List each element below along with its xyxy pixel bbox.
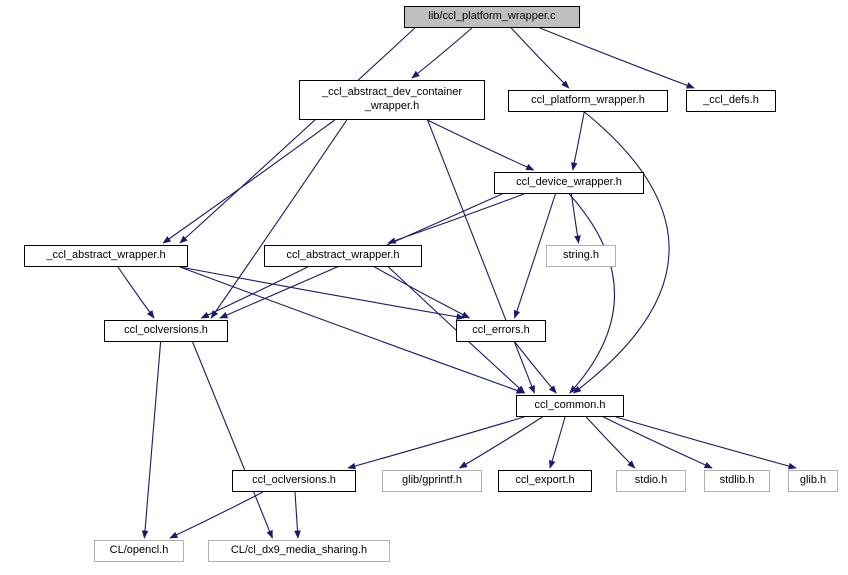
node-label: ccl_platform_wrapper.h — [531, 94, 645, 107]
node-ccl-abstract-wrapper-h[interactable]: ccl_abstract_wrapper.h — [264, 245, 422, 267]
node-ccl-common-h[interactable]: ccl_common.h — [516, 395, 624, 417]
node-cl-opencl-h: CL/opencl.h — [94, 540, 184, 562]
include-edge-oclv2-dx9 — [294, 491, 301, 539]
node-label: _ccl_defs.h — [703, 94, 759, 107]
node-stdio-h: stdio.h — [616, 470, 686, 492]
node-label: ccl_device_wrapper.h — [516, 176, 622, 189]
include-edge-src-aw_priv — [179, 27, 416, 244]
node-stdlib-h: stdlib.h — [704, 470, 770, 492]
include-edge-adcw-oclv1 — [210, 119, 348, 319]
include-edge-common-stdlib — [603, 416, 713, 469]
node-label: _ccl_abstract_dev_container _wrapper.h — [321, 86, 463, 112]
node-label: ccl_oclversions.h — [252, 474, 336, 487]
node-label: glib/gprintf.h — [402, 474, 462, 487]
node-ccl-abstract-wrapper-private-h[interactable]: _ccl_abstract_wrapper.h — [24, 245, 188, 267]
node-ccl-oclversions-h-lower[interactable]: ccl_oclversions.h — [232, 470, 356, 492]
include-edge-pw-dw — [571, 111, 585, 171]
include-edge-src-pw — [510, 27, 570, 89]
include-edge-dw-errors_alias_err — [513, 193, 556, 319]
node-label: CL/opencl.h — [109, 544, 169, 557]
node-label: ccl_errors.h — [472, 324, 530, 337]
include-edge-adcw-aw_priv — [162, 119, 336, 244]
include-edge-oclv1-opencl — [141, 341, 162, 539]
node-label: ccl_abstract_wrapper.h — [286, 249, 400, 262]
include-edge-dw-string — [570, 193, 581, 244]
include-edge-src-defs — [539, 27, 695, 89]
include-edge-common-export — [549, 416, 566, 469]
include-edge-common-oclv2 — [347, 416, 525, 470]
node-ccl-oclversions-h-upper[interactable]: ccl_oclversions.h — [104, 320, 228, 342]
node-label: ccl_common.h — [534, 399, 606, 412]
include-edge-common-stdio — [585, 416, 636, 469]
node-label: stdlib.h — [719, 474, 755, 487]
include-edge-err-common — [514, 341, 557, 394]
node-string-h: string.h — [546, 245, 616, 267]
node-label: ccl_oclversions.h — [124, 324, 208, 337]
node-ccl-abstract-dev-container-wrapper-h[interactable]: _ccl_abstract_dev_container _wrapper.h — [299, 80, 485, 120]
node-label: string.h — [562, 249, 600, 262]
node-glib-gprintf-h: glib/gprintf.h — [382, 470, 482, 492]
node-lib-ccl-platform-wrapper-c: lib/ccl_platform_wrapper.c — [404, 6, 580, 28]
node-ccl-errors-h[interactable]: ccl_errors.h — [456, 320, 546, 342]
include-edge-adcw-common — [427, 119, 535, 394]
node-cl-dx9-media-sharing-h: CL/cl_dx9_media_sharing.h — [208, 540, 390, 562]
include-edge-aw_priv-err — [179, 266, 465, 320]
node-label: stdio.h — [634, 474, 668, 487]
include-edge-oclv2-opencl — [169, 491, 264, 539]
include-edge-pw-common — [572, 111, 670, 394]
node-label: lib/ccl_platform_wrapper.c — [428, 10, 556, 23]
node-label: glib.h — [799, 474, 827, 487]
include-edge-common-gprintf — [458, 416, 543, 469]
node-ccl-defs-h[interactable]: _ccl_defs.h — [686, 90, 776, 112]
include-edge-oclv1-dx9 — [192, 341, 273, 539]
node-glib-h: glib.h — [788, 470, 838, 492]
node-ccl-export-h[interactable]: ccl_export.h — [498, 470, 592, 492]
node-label: _ccl_abstract_wrapper.h — [46, 249, 166, 262]
include-edge-aw_priv-oclv1 — [117, 266, 155, 319]
node-label: ccl_export.h — [515, 474, 575, 487]
include-edge-adcw-dw — [427, 119, 535, 171]
include-edge-src-adcw — [411, 27, 473, 79]
include-edge-aw_pub-oclv1 — [200, 266, 308, 319]
node-ccl-device-wrapper-h[interactable]: ccl_device_wrapper.h — [494, 172, 644, 194]
node-label: CL/cl_dx9_media_sharing.h — [230, 544, 368, 557]
include-edge-aw_pub-err — [374, 266, 471, 319]
node-ccl-platform-wrapper-h[interactable]: ccl_platform_wrapper.h — [508, 90, 668, 112]
include-edge-common-glib — [615, 416, 797, 470]
include-edge-aw_priv-common — [179, 266, 525, 394]
include-edge-dw-common — [568, 193, 616, 394]
